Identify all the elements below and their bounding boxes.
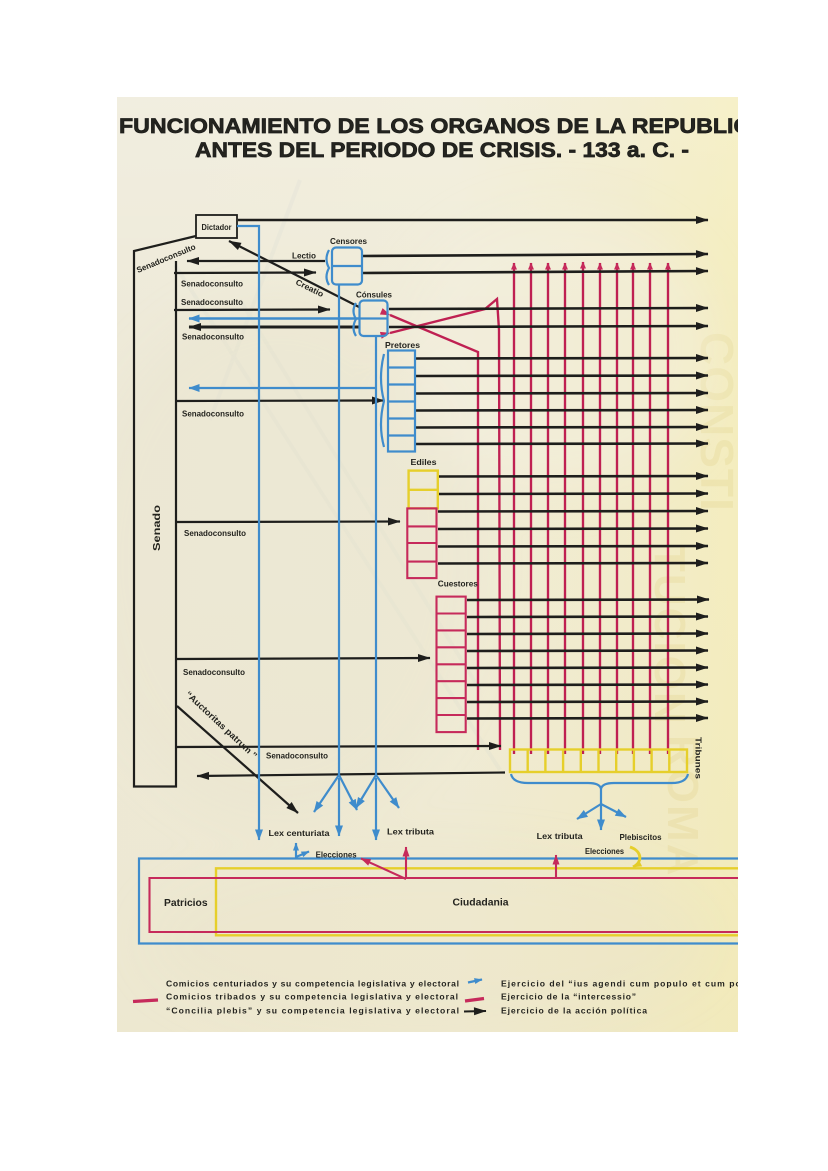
svg-text:FUNCIONAMIENTO DE LOS ORGANOS: FUNCIONAMIENTO DE LOS ORGANOS DE LA REPU… — [119, 115, 767, 138]
svg-text:Ediles: Ediles — [411, 458, 437, 467]
svg-text:Elecciones: Elecciones — [316, 851, 357, 860]
svg-text:Senadoconsulto: Senadoconsulto — [182, 410, 244, 419]
svg-text:Ejercicio de la acción pol: Ejercicio de la acción política — [501, 1006, 647, 1016]
svg-text:Dictador: Dictador — [202, 223, 233, 232]
svg-text:Elecciones: Elecciones — [585, 847, 624, 856]
svg-text:Lex centuriata: Lex centuriata — [269, 829, 330, 838]
svg-text:Censores: Censores — [330, 237, 367, 246]
svg-text:Cónsules: Cónsules — [356, 291, 392, 300]
svg-text:Senado: Senado — [151, 505, 163, 551]
svg-text:Comicios tribados y s: Comicios tribados y su competencia legis… — [166, 992, 458, 1002]
svg-text:ANTES DEL PERIODO DE CRISIS. -: ANTES DEL PERIODO DE CRISIS. - 133 a. C.… — [195, 139, 689, 162]
svg-text:Lex tributa: Lex tributa — [537, 832, 583, 841]
svg-text:Senadoconsulto: Senadoconsulto — [266, 752, 328, 761]
svg-text:Lex tributa: Lex tributa — [387, 828, 434, 837]
svg-text:Senadoconsulto: Senadoconsulto — [182, 333, 244, 342]
svg-text:Tribunes: Tribunes — [694, 737, 703, 780]
svg-text:Ejercicio del “ius agendi: Ejercicio del “ius agendi cum populo et … — [501, 979, 747, 989]
svg-text:Ejercicio de la “intercessi: Ejercicio de la “intercessio” — [501, 992, 636, 1002]
svg-text:Senadoconsulto: Senadoconsulto — [184, 529, 246, 538]
svg-text:Lectio: Lectio — [292, 252, 316, 261]
svg-text:Senadoconsulto: Senadoconsulto — [183, 668, 245, 677]
svg-text:Ciudadania: Ciudadania — [453, 898, 509, 909]
svg-text:Comicios centuriados y su: Comicios centuriados y su competencia le… — [166, 979, 459, 989]
svg-text:Pretores: Pretores — [385, 341, 420, 350]
svg-text:Senadoconsulto: Senadoconsulto — [181, 298, 243, 307]
svg-text:“Concilia plebis” y: “Concilia plebis” y su competencia legis… — [166, 1006, 459, 1016]
svg-text:TUCION: TUCION — [645, 545, 694, 726]
svg-text:Senadoconsulto: Senadoconsulto — [181, 280, 243, 289]
svg-text:Patricios: Patricios — [164, 898, 208, 909]
svg-text:Cuestores: Cuestores — [438, 580, 478, 589]
svg-text:ROMA: ROMA — [658, 735, 707, 877]
svg-text:Plebiscitos: Plebiscitos — [620, 833, 662, 842]
